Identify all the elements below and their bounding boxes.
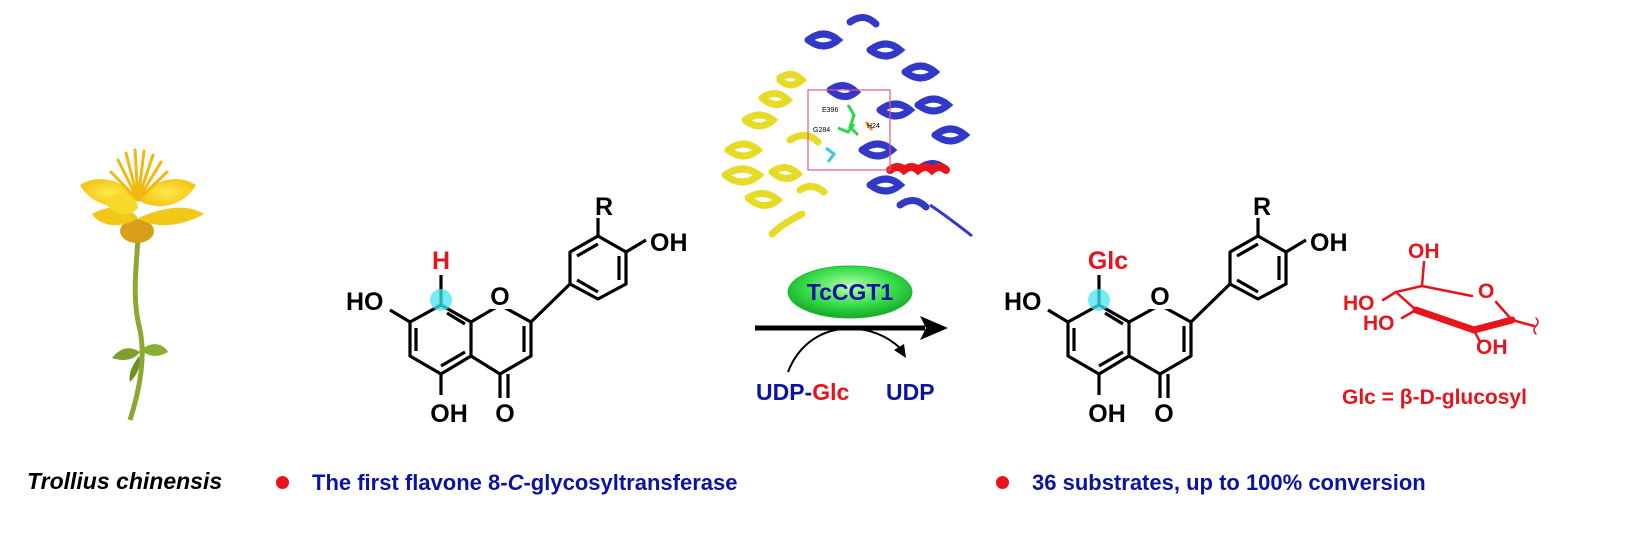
glucose-structure <box>1381 260 1539 344</box>
bullet-point <box>276 476 289 489</box>
glucose-ho-2: HO <box>1363 312 1395 335</box>
flower-petal <box>138 207 204 226</box>
right-oh-bottom: OH <box>1088 400 1126 428</box>
left-h-label: H <box>432 247 450 275</box>
highlight-1-c: C <box>507 470 524 495</box>
flower-leaf <box>141 344 168 356</box>
right-oh-top: OH <box>1310 229 1348 257</box>
protein-label-h24: H24 <box>867 123 880 130</box>
double-bond-b1 <box>1236 242 1259 258</box>
double-bond-a2 <box>1098 350 1124 368</box>
flower-stamens <box>109 148 169 202</box>
highlight-first-cgt: The first flavone 8-C-glycosyltransferas… <box>312 470 737 496</box>
left-ho-label: HO <box>346 288 384 316</box>
left-oh-top: OH <box>650 229 688 257</box>
cofactor-arrowhead <box>894 344 906 358</box>
double-bond-a2 <box>440 350 466 368</box>
glucose-oh-top: OH <box>1408 240 1440 263</box>
double-bond-a3 <box>446 311 466 326</box>
ring-c <box>1128 303 1193 376</box>
udp-prefix: UDP- <box>756 379 812 405</box>
left-oh-bottom: OH <box>430 400 468 428</box>
flower-leaf <box>112 348 140 360</box>
tccgt1-protein-structure: E396 G284 H24 <box>721 14 973 238</box>
flower-petal <box>104 193 138 215</box>
glucose-ho-1: HO <box>1343 292 1375 315</box>
glucose-definition: Glc = β-D-glucosyl <box>1342 386 1527 409</box>
bond-oh-4p <box>625 238 647 254</box>
left-keto-o: O <box>495 400 514 428</box>
double-bond-b1 <box>576 242 599 258</box>
udp-glc-part: Glc <box>812 379 849 405</box>
right-ring-o: O <box>1150 283 1169 311</box>
bond-c2-b <box>529 282 572 324</box>
bond-ho-7 <box>389 308 411 324</box>
cofactor-curved-arrow <box>787 327 901 373</box>
udp-glc-label: UDP-Glc <box>756 379 850 405</box>
highlight-substrates: 36 substrates, up to 100% conversion <box>1032 470 1426 495</box>
enzyme-badge <box>787 265 913 319</box>
ring-a <box>1066 303 1131 376</box>
protein-label-g284: G284 <box>813 127 830 134</box>
enzyme-label: TcCGT1 <box>807 279 894 305</box>
double-bond-a3 <box>1104 311 1124 326</box>
active-site-ligands <box>825 104 874 163</box>
left-r-label: R <box>595 193 613 221</box>
trollius-flower-illustration <box>80 148 204 421</box>
product-flavone <box>1047 218 1307 398</box>
double-bond-b3 <box>1236 278 1259 294</box>
flower-leaf <box>129 356 140 382</box>
protein-domain-blue <box>804 14 971 211</box>
bullet-point <box>996 476 1009 489</box>
bond-ho-7 <box>1047 308 1069 324</box>
active-site-box <box>807 89 891 171</box>
right-r-label: R <box>1253 193 1271 221</box>
ring-c <box>470 303 533 376</box>
highlight-1-suffix: -glycosyltransferase <box>523 470 738 495</box>
left-ring-o: O <box>490 283 509 311</box>
right-ho-label: HO <box>1004 288 1042 316</box>
udp-product-label: UDP <box>886 379 935 405</box>
protein-domain-yellow <box>721 71 828 238</box>
ring-a <box>408 303 473 376</box>
glucose-ring-o: O <box>1478 280 1494 303</box>
substrate-flavone <box>389 218 647 398</box>
protein-label-e396: E396 <box>822 107 838 114</box>
double-bond-b3 <box>576 278 599 294</box>
bond-c2-b <box>1189 282 1232 324</box>
bond-oh-4p <box>1285 238 1307 254</box>
reaction-arrow <box>755 316 948 340</box>
species-name: Trollius chinensis <box>27 468 223 494</box>
c8-highlight <box>1088 289 1110 311</box>
protein-coil <box>929 203 973 238</box>
c8-highlight <box>430 289 452 311</box>
glucose-oh-bottom: OH <box>1476 336 1508 359</box>
protein-helix-red <box>886 163 950 176</box>
right-keto-o: O <box>1154 400 1173 428</box>
flower-stem <box>127 237 145 421</box>
highlight-1-prefix: The first flavone 8- <box>312 470 508 495</box>
flower-receptacle <box>120 219 154 243</box>
right-glc-label: Glc <box>1088 247 1128 275</box>
